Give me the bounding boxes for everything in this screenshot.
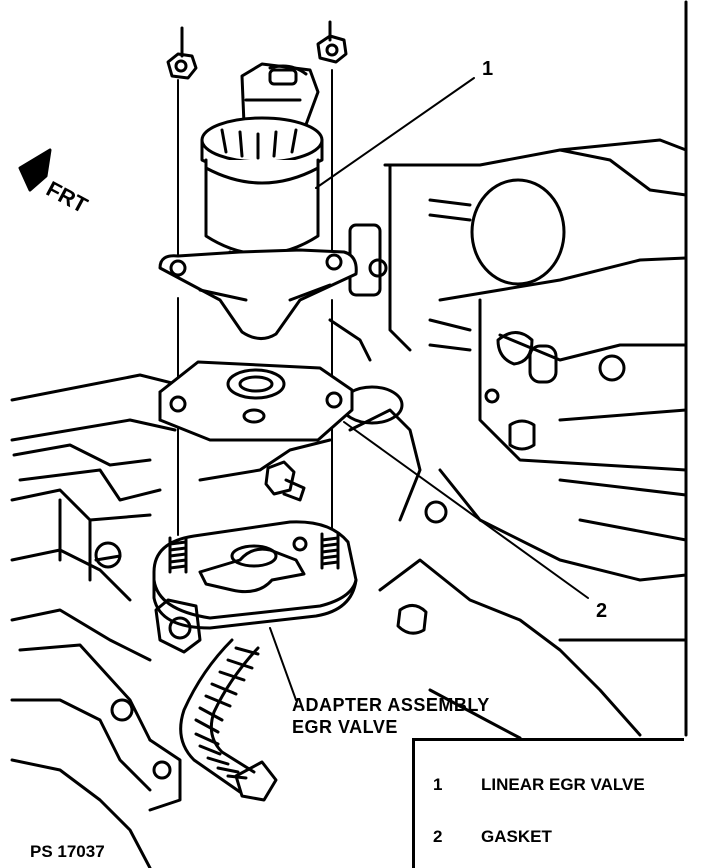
leader-line-1 <box>315 77 475 189</box>
egr-flex-pipe <box>179 638 278 802</box>
legend-num: 1 <box>433 775 443 794</box>
callout-1: 1 <box>482 58 494 80</box>
legend-text: LINEAR EGR VALVE <box>481 775 645 794</box>
leader-line-2 <box>343 421 589 599</box>
legend-text: GASKET <box>481 827 552 846</box>
legend-item: 2 GASKET <box>433 827 552 847</box>
callout-2: 2 <box>596 600 608 622</box>
mounting-nut-left <box>166 26 198 80</box>
figure-id: PS 17037 <box>30 842 105 861</box>
adapter-caption: ADAPTER ASSEMBLY EGR VALVE <box>292 694 490 738</box>
legend-num: 2 <box>433 827 443 846</box>
leader-line-adapter <box>269 627 297 701</box>
egr-gasket <box>158 360 354 442</box>
intake-manifold <box>348 138 688 740</box>
adapter-assembly <box>152 460 358 654</box>
caption-line-2: EGR VALVE <box>292 717 398 737</box>
engine-left <box>10 318 422 868</box>
legend-item: 1 LINEAR EGR VALVE <box>433 775 645 795</box>
mounting-nut-right <box>316 20 348 64</box>
caption-line-1: ADAPTER ASSEMBLY <box>292 695 490 715</box>
front-arrow-icon <box>18 148 52 192</box>
linear-egr-valve <box>158 62 358 340</box>
leader-lines <box>269 77 589 701</box>
legend-box: 1 LINEAR EGR VALVE 2 GASKET <box>412 738 684 868</box>
